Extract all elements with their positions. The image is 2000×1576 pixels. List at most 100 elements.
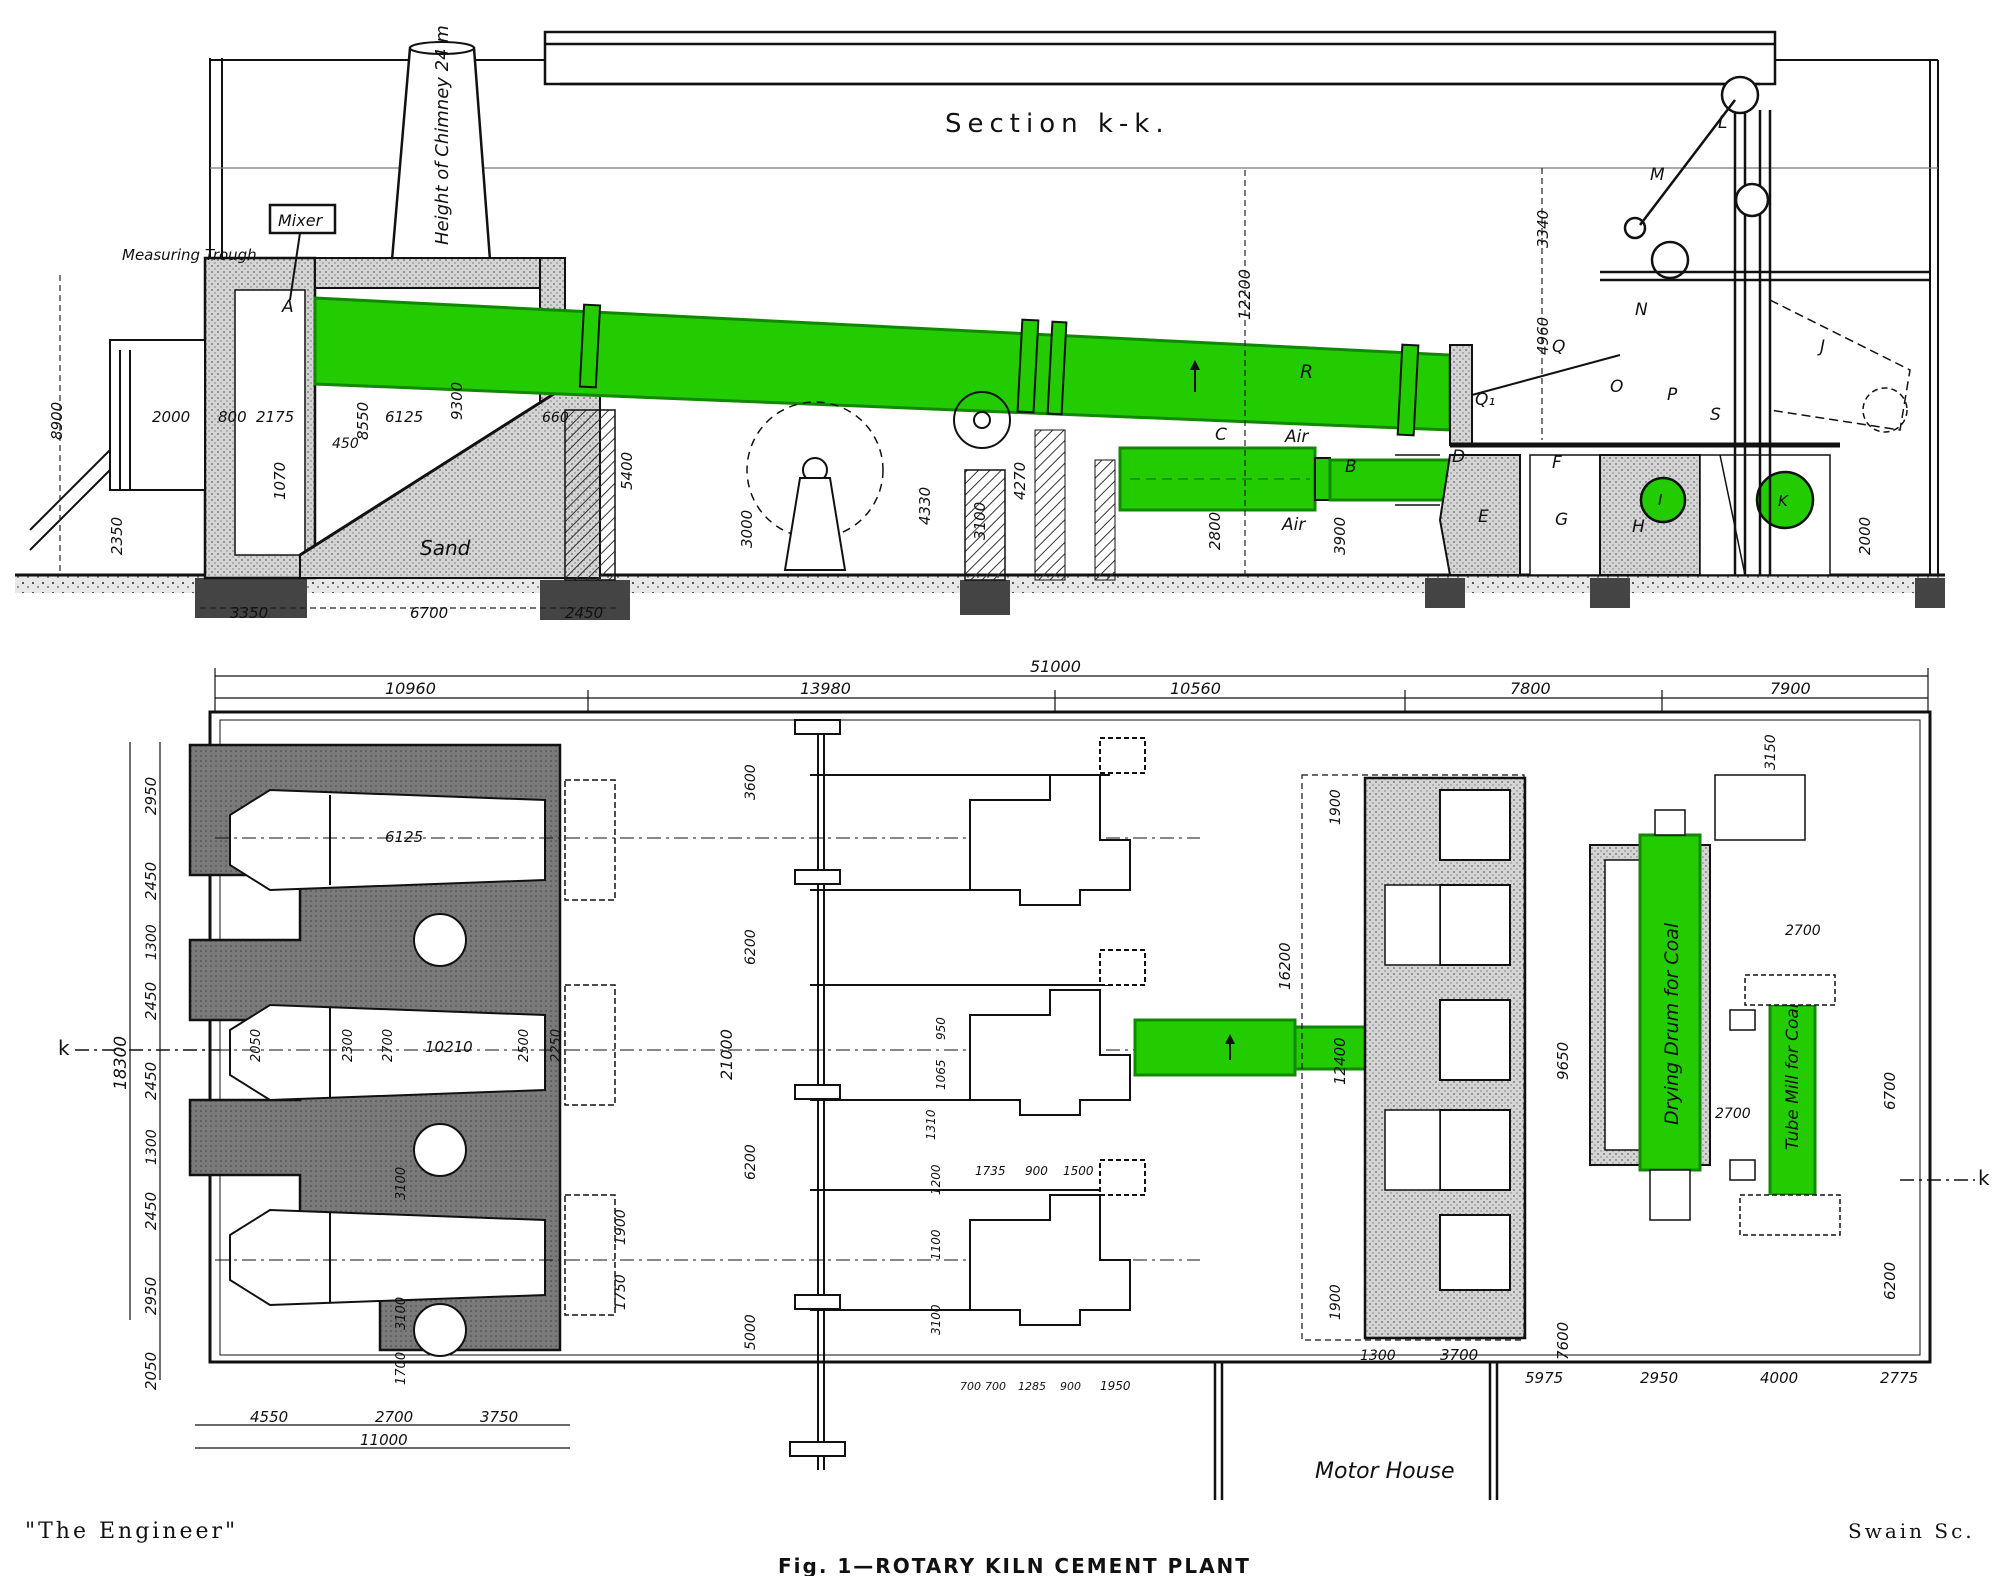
dim-4550: 4550 bbox=[250, 1408, 288, 1426]
plan-tube-mill: Tube Mill for Coal bbox=[1714, 774, 1841, 1236]
plan-left-dim-text: 18300 2950 2450 1300 2450 2450 1300 2450… bbox=[111, 777, 160, 1390]
dim-1310: 1310 bbox=[924, 1109, 938, 1140]
label-motor-house: Motor House bbox=[1315, 1459, 1455, 1484]
label-R: R bbox=[1300, 361, 1313, 383]
dim-2450b: 2450 bbox=[142, 982, 160, 1020]
label-B: B bbox=[1345, 457, 1357, 477]
rotary-kiln bbox=[313, 296, 1452, 449]
plan-kiln-1 bbox=[229, 788, 546, 892]
dim-12200: 12200 bbox=[1235, 269, 1254, 320]
dim-2450a: 2450 bbox=[142, 862, 160, 900]
dim-1900b: 1900 bbox=[1328, 1284, 1344, 1320]
dim-3100pb: 3100 bbox=[394, 1297, 409, 1330]
section-marker-right: k bbox=[1978, 1166, 1990, 1190]
dim-6200b: 6200 bbox=[743, 1144, 759, 1180]
label-A: A bbox=[281, 297, 294, 317]
dim-1300a: 1300 bbox=[144, 924, 160, 960]
dim-10960: 10960 bbox=[385, 679, 436, 698]
engraver-credit: Swain Sc. bbox=[1848, 1519, 1975, 1543]
dim-2775: 2775 bbox=[1880, 1369, 1918, 1387]
mixer-box bbox=[268, 203, 337, 301]
dim-2950a: 2950 bbox=[142, 777, 160, 815]
plan-kiln-3 bbox=[229, 1208, 546, 1307]
section-marker-left: k bbox=[58, 1036, 70, 1060]
label-E: E bbox=[1478, 507, 1489, 527]
label-Q: Q bbox=[1552, 337, 1565, 357]
dim-6125p: 6125 bbox=[385, 828, 423, 846]
dim-2800: 2800 bbox=[1206, 512, 1224, 550]
dim-1500: 1500 bbox=[1063, 1164, 1094, 1178]
dim-6700: 6700 bbox=[410, 604, 448, 622]
label-mixer: Mixer bbox=[278, 211, 324, 230]
dim-6700p: 6700 bbox=[1881, 1072, 1899, 1110]
publication-credit: "The Engineer" bbox=[25, 1519, 238, 1544]
label-air-top: Air bbox=[1284, 427, 1309, 447]
dim-5975: 5975 bbox=[1525, 1369, 1563, 1387]
dim-2050p: 2050 bbox=[249, 1029, 264, 1062]
dim-9300: 9300 bbox=[448, 382, 466, 420]
dim-7800: 7800 bbox=[1510, 679, 1551, 698]
dim-2700c: 2700 bbox=[1785, 923, 1821, 939]
drying-drum-elevation bbox=[1769, 298, 1911, 433]
dim-5000: 5000 bbox=[743, 1314, 759, 1350]
dim-11000: 11000 bbox=[360, 1431, 408, 1449]
dim-2450d: 2450 bbox=[142, 1192, 160, 1230]
motor-dims: 1065 950 1310 1735 900 1500 1200 1100 31… bbox=[717, 764, 1131, 1393]
section-dimension-lines bbox=[59, 168, 1543, 609]
label-I: I bbox=[1658, 491, 1663, 509]
dim-2450: 2450 bbox=[565, 604, 603, 622]
access-stairs bbox=[29, 339, 206, 551]
label-Q1: Q₁ bbox=[1475, 390, 1495, 410]
dim-8900: 8900 bbox=[48, 402, 66, 440]
dim-7600: 7600 bbox=[1554, 1322, 1572, 1360]
label-air-bottom: Air bbox=[1281, 515, 1306, 535]
label-G: G bbox=[1555, 510, 1568, 530]
plan-kiln-2 bbox=[229, 1003, 546, 1102]
label-P: P bbox=[1667, 385, 1678, 405]
label-H: H bbox=[1632, 517, 1645, 537]
dim-2000b: 2000 bbox=[1856, 517, 1874, 555]
dim-3350: 3350 bbox=[230, 604, 268, 622]
label-chimney: Height of Chimney 24 m bbox=[432, 25, 453, 245]
label-tube-mill: Tube Mill for Coal bbox=[1783, 1003, 1803, 1150]
dim-1065: 1065 bbox=[934, 1059, 948, 1090]
ground-strip bbox=[15, 573, 1945, 620]
dim-4960: 4960 bbox=[1534, 317, 1552, 355]
dim-900b: 900 bbox=[1060, 1380, 1081, 1393]
dim-1200: 1200 bbox=[929, 1164, 943, 1195]
dim-6125: 6125 bbox=[385, 408, 423, 426]
dim-18300: 18300 bbox=[111, 1036, 131, 1090]
dim-3600: 3600 bbox=[743, 764, 759, 800]
dim-3900: 3900 bbox=[1331, 517, 1349, 555]
dim-700a: 700 bbox=[960, 1380, 981, 1393]
plan-building-outline bbox=[208, 710, 1932, 1364]
dim-5400: 5400 bbox=[618, 452, 636, 490]
dim-3750: 3750 bbox=[480, 1408, 518, 1426]
label-measuring-trough: Measuring Trough bbox=[122, 246, 257, 264]
pit-dims: 16200 12400 1900 1900 1300 3700 5975 965… bbox=[1276, 789, 1572, 1387]
dim-4000: 4000 bbox=[1760, 1369, 1798, 1387]
dim-3100: 3100 bbox=[971, 502, 989, 540]
dim-2300p: 2300 bbox=[341, 1029, 356, 1062]
label-O: O bbox=[1610, 377, 1623, 397]
dim-900: 900 bbox=[1025, 1164, 1048, 1178]
label-sand: Sand bbox=[420, 536, 471, 560]
plan-bottom-left-dims: 4550 2700 3750 11000 bbox=[195, 1408, 570, 1449]
dim-1950: 1950 bbox=[1100, 1379, 1131, 1393]
kiln-plan-dims: 6125 10210 2050 2300 2700 2500 2250 3100… bbox=[249, 828, 629, 1385]
dim-2950p: 2950 bbox=[1640, 1369, 1678, 1387]
dim-9650: 9650 bbox=[1554, 1042, 1572, 1080]
dim-660: 660 bbox=[542, 410, 569, 426]
dim-1900p: 1900 bbox=[613, 1209, 629, 1245]
dim-3150: 3150 bbox=[1763, 734, 1779, 770]
dim-1700p: 1700 bbox=[394, 1352, 409, 1385]
label-C: C bbox=[1215, 425, 1227, 445]
dim-3100pa: 3100 bbox=[394, 1167, 409, 1200]
label-M: M bbox=[1650, 165, 1665, 185]
dim-2700b: 2700 bbox=[375, 1408, 413, 1426]
dim-950: 950 bbox=[934, 1017, 948, 1040]
dim-3000: 3000 bbox=[738, 510, 756, 548]
dim-800: 800 bbox=[218, 408, 247, 426]
plan-top-dimensions bbox=[214, 668, 1929, 712]
